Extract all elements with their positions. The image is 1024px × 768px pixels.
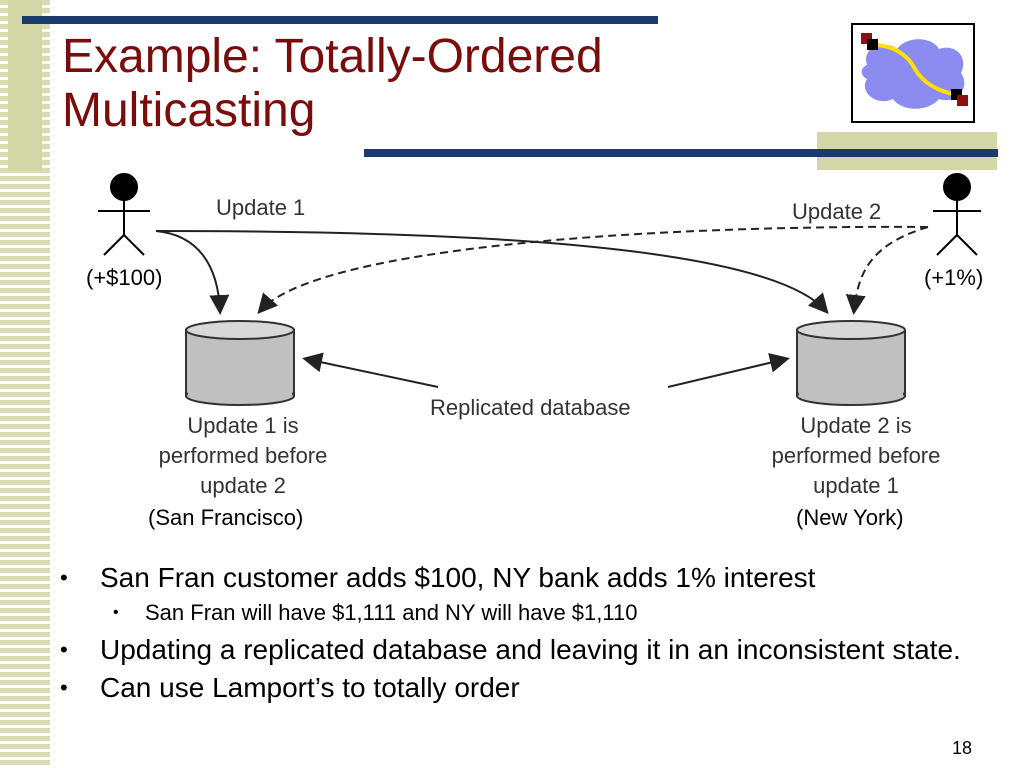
title-line-2: Multicasting	[62, 84, 316, 137]
left-block-decoration	[8, 0, 42, 170]
update1-label: Update 1	[216, 195, 306, 220]
right-amount-label: (+1%)	[924, 265, 984, 290]
left-amount-label: (+$100)	[86, 265, 163, 290]
bullet-dot-icon: •	[113, 604, 119, 621]
bullet-text: San Fran customer adds $100, NY bank add…	[100, 562, 816, 593]
right-result-line: update 1	[813, 473, 899, 498]
slide-title: Example: Totally-Ordered Multicasting	[62, 30, 603, 138]
diagram-graphics	[98, 173, 981, 406]
right-person-icon	[933, 173, 981, 256]
left-result-line: performed before	[158, 443, 328, 468]
left-city-label: (San Francisco)	[148, 505, 304, 530]
left-result-text: Update 1 is performed before update 2	[138, 411, 348, 501]
right-database-icon	[796, 320, 906, 406]
network-logo	[851, 23, 975, 123]
bullet-item: • San Fran customer adds $100, NY bank a…	[60, 562, 1000, 594]
right-result-text: Update 2 is performed before update 1	[751, 411, 961, 501]
page-number: 18	[951, 738, 972, 758]
diagram: Update 1 Update 2 Replicated database Up…	[68, 135, 1024, 535]
bullet-dot-icon: •	[60, 565, 68, 590]
bullet-list: • San Fran customer adds $100, NY bank a…	[60, 562, 1000, 710]
bullet-text: Can use Lamport’s to totally order	[100, 672, 520, 703]
replicated-db-label: Replicated database	[430, 395, 631, 420]
mid-accent-bar	[364, 149, 998, 157]
right-result-line: Update 2 is	[800, 413, 912, 438]
left-database-icon	[185, 320, 295, 406]
bullet-text: Updating a replicated database and leavi…	[100, 634, 961, 665]
title-line-1: Example: Totally-Ordered	[62, 30, 603, 83]
right-result-line: performed before	[771, 443, 941, 468]
bullet-item: • Updating a replicated database and lea…	[60, 634, 1000, 666]
network-cloud-icon	[861, 33, 968, 109]
bullet-dot-icon: •	[60, 675, 68, 700]
left-result-line: Update 1 is	[187, 413, 299, 438]
left-person-icon	[98, 173, 150, 256]
right-city-label: (New York)	[796, 505, 904, 530]
bullet-item: • Can use Lamport’s to totally order	[60, 672, 1000, 704]
sub-bullet-item: • San Fran will have $1,111 and NY will …	[60, 600, 1000, 626]
bullet-dot-icon: •	[60, 637, 68, 662]
left-result-line: update 2	[200, 473, 286, 498]
update2-label: Update 2	[792, 199, 882, 224]
top-accent-bar	[22, 16, 658, 24]
sub-bullet-text: San Fran will have $1,111 and NY will ha…	[145, 600, 638, 625]
